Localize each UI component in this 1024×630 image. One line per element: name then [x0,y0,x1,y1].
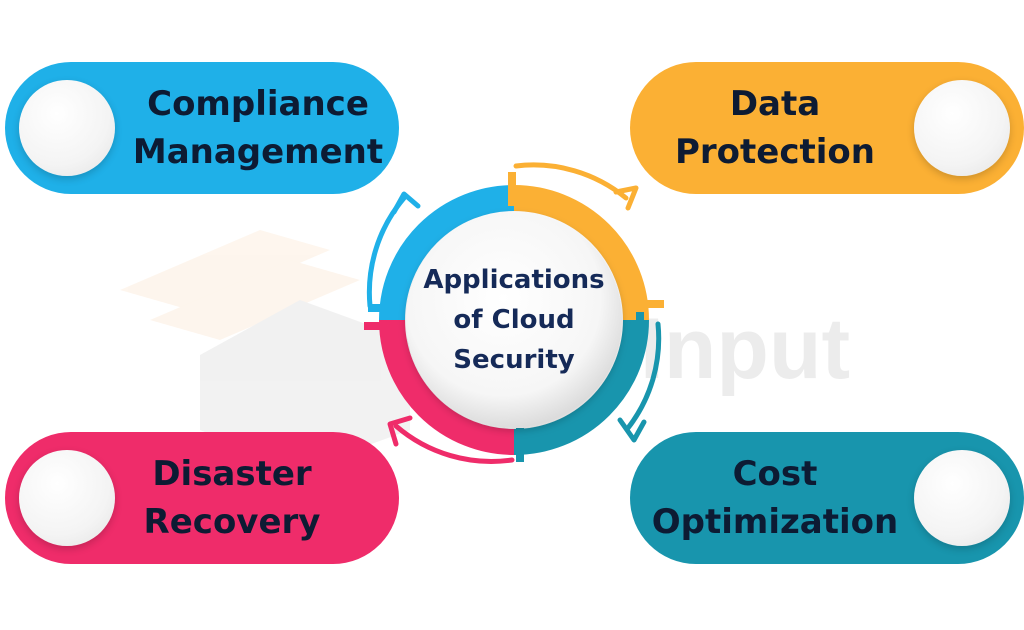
node-label: Cost Optimization [630,432,920,564]
node-knob [914,450,1010,546]
node-knob [19,450,115,546]
center-title-line3: Security [453,345,575,375]
node-label-line1: Compliance [147,84,369,124]
node-label: Compliance Management [117,62,399,194]
center-title-line2: of Cloud [453,305,575,335]
node-label-line2: Recovery [143,502,321,542]
node-label: Data Protection [630,62,920,194]
node-knob [914,80,1010,176]
node-label: Disaster Recovery [117,432,347,564]
node-label-line2: Optimization [651,502,899,542]
node-compliance-management: Compliance Management [5,62,399,194]
watermark-text: Input [640,301,851,397]
node-cost-optimization: Cost Optimization [630,432,1024,564]
node-disaster-recovery: Disaster Recovery [5,432,399,564]
node-label-line1: Cost [732,454,818,494]
node-label-line2: Management [132,132,384,172]
node-label-line1: Disaster [152,454,312,494]
node-data-protection: Data Protection [630,62,1024,194]
node-knob [19,80,115,176]
node-label-line1: Data [729,84,821,124]
node-label-line2: Protection [675,132,875,172]
center-title: Applications of Cloud Security [404,250,624,390]
center-title-line1: Applications [423,265,605,295]
